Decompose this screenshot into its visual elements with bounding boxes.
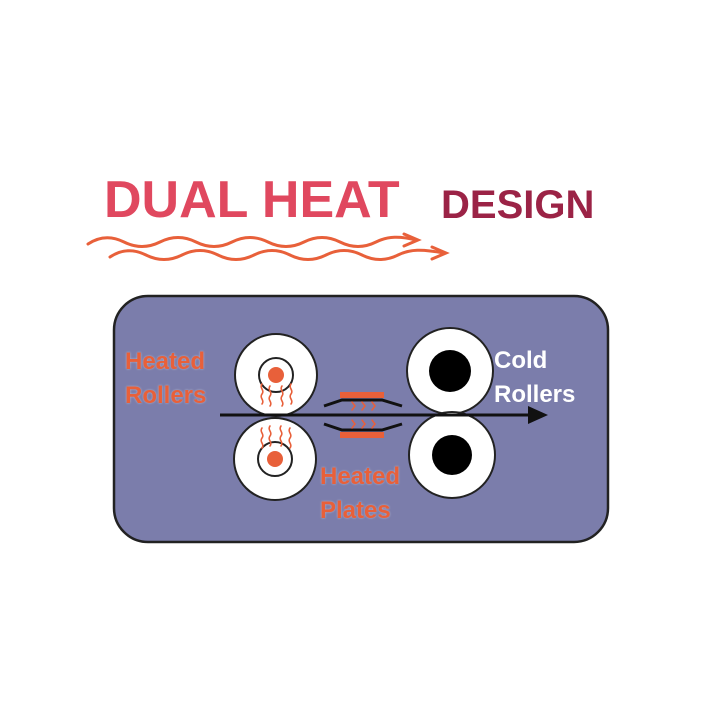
label-heated-rollers-line1: Heated bbox=[125, 348, 206, 375]
label-heated-plates-line1: Heated bbox=[320, 463, 401, 490]
feed-direction-arrow-icon bbox=[220, 406, 548, 424]
label-heated-plates-line2: Plates bbox=[320, 497, 391, 524]
heated-roller-top bbox=[234, 333, 318, 417]
title-design: DESIGN bbox=[441, 183, 595, 227]
heat-wave-arrowhead bbox=[430, 245, 450, 261]
label-cold-rollers-line2: Rollers bbox=[494, 381, 576, 408]
cold-roller-top bbox=[406, 327, 494, 415]
heat-wave-arrowhead bbox=[402, 232, 422, 248]
title-dual-heat: DUAL HEAT bbox=[104, 171, 400, 229]
label-cold-rollers-line1: Cold bbox=[494, 347, 548, 374]
wavy-heat-arrow-icon bbox=[86, 232, 450, 261]
heat-wave-line bbox=[108, 248, 446, 261]
label-heated-rollers-line2: Rollers bbox=[125, 382, 207, 409]
heat-wave-icon bbox=[260, 383, 293, 449]
cold-roller-bottom bbox=[408, 411, 496, 499]
heated-roller-bottom bbox=[233, 417, 317, 501]
heat-wave-line bbox=[86, 235, 418, 248]
heated-plates bbox=[323, 392, 403, 438]
